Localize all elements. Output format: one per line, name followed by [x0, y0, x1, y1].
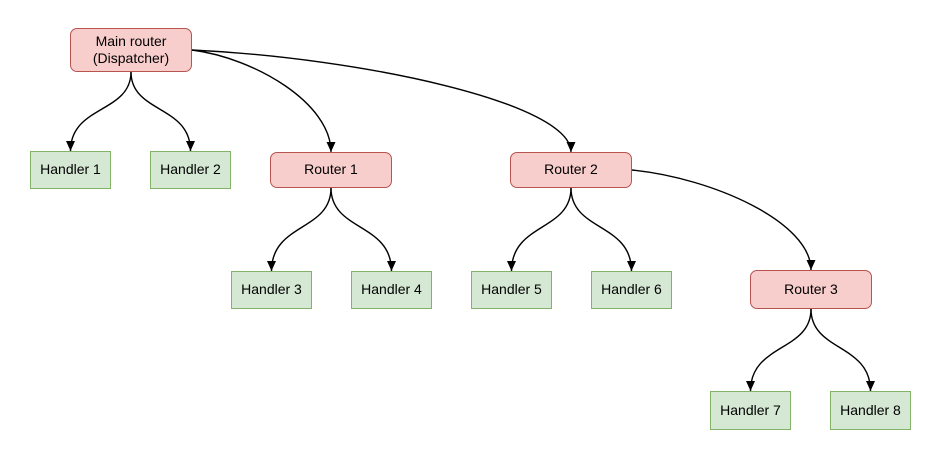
node-label: Handler 8: [840, 401, 901, 418]
node-label: Router 1: [304, 161, 358, 178]
node-label: Main router (Dispatcher): [92, 32, 170, 66]
edge-r1-h4: [330, 187, 396, 272]
edge-r2-r3: [631, 169, 816, 271]
node-handler-6: Handler 6: [591, 271, 672, 309]
edge-main-r1: [191, 49, 336, 153]
node-main-router-dispatcher: Main router (Dispatcher): [70, 28, 192, 72]
node-handler-4: Handler 4: [351, 271, 432, 309]
node-handler-5: Handler 5: [471, 271, 552, 309]
node-handler-3: Handler 3: [231, 271, 312, 309]
edge-r2-h5: [507, 187, 572, 272]
node-label: Handler 7: [720, 401, 781, 418]
node-handler-7: Handler 7: [710, 391, 791, 430]
node-label: Handler 3: [241, 281, 302, 298]
node-handler-1: Handler 1: [30, 151, 111, 189]
node-router-3: Router 3: [750, 270, 872, 309]
node-label: Router 2: [544, 161, 598, 178]
node-router-2: Router 2: [510, 152, 632, 188]
node-label: Handler 2: [160, 161, 221, 178]
edge-r3-h8: [810, 308, 875, 392]
node-router-1: Router 1: [270, 152, 392, 188]
node-label: Handler 5: [481, 281, 542, 298]
edge-main-r2: [191, 49, 576, 153]
node-handler-8: Handler 8: [830, 391, 911, 430]
edge-r2-h6: [570, 187, 636, 272]
edge-main-h2: [130, 71, 195, 152]
node-label: Handler 4: [361, 281, 422, 298]
node-label: Handler 6: [601, 281, 662, 298]
edge-r3-h7: [746, 308, 812, 392]
node-handler-2: Handler 2: [150, 151, 231, 189]
node-label: Handler 1: [40, 161, 101, 178]
edge-r1-h3: [267, 187, 332, 272]
edge-main-h1: [66, 71, 132, 152]
node-label: Router 3: [784, 280, 838, 297]
